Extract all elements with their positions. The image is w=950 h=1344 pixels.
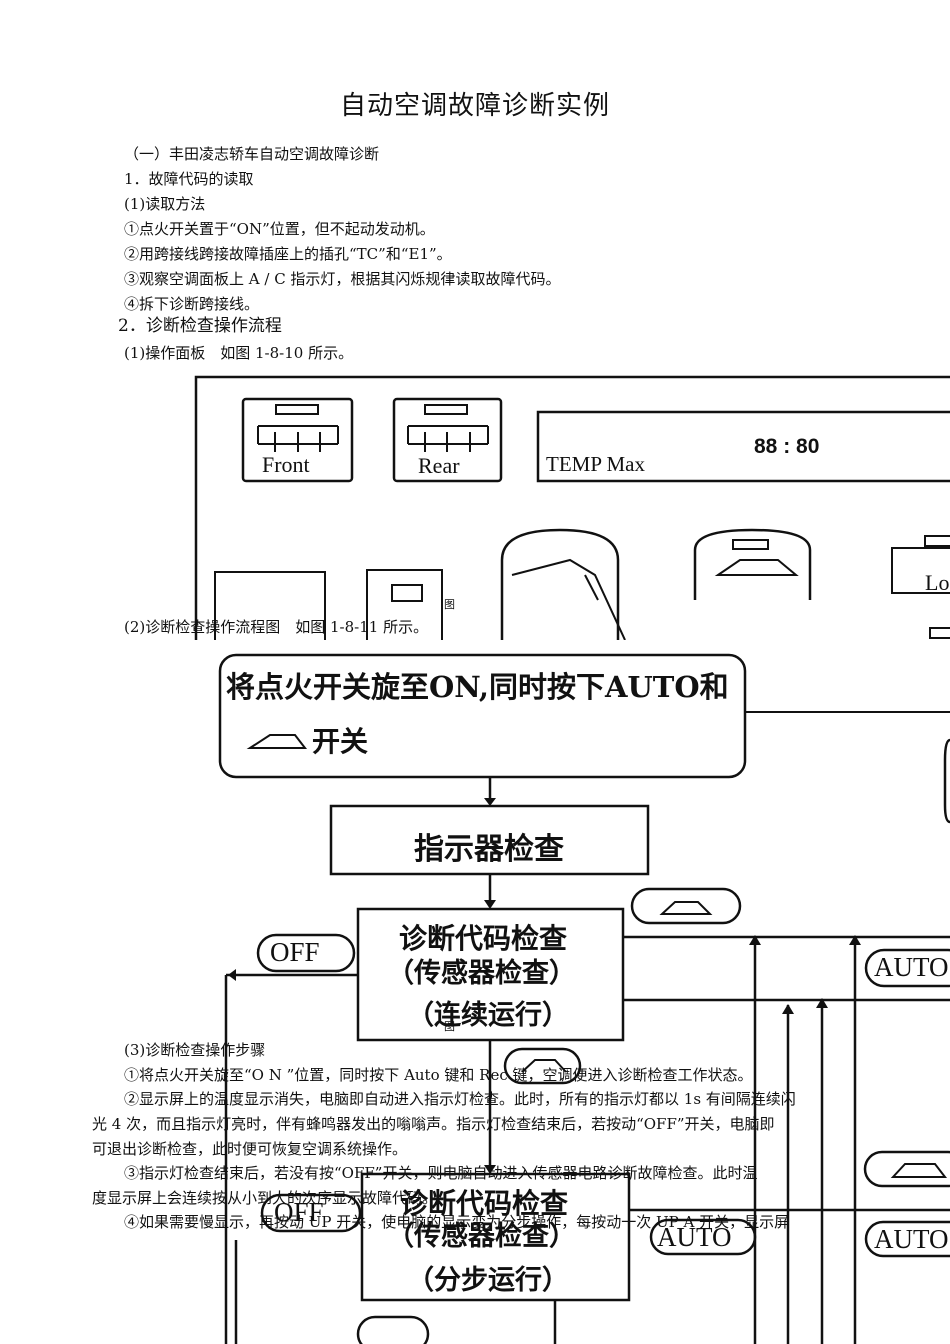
document-title: 自动空调故障诊断实例: [339, 91, 610, 121]
flow-diag-continuous-2: （传感器检查）: [387, 958, 576, 989]
read-step-4: ④拆下诊断跨接线。: [124, 295, 260, 313]
flow-diag-continuous-1: 诊断代码检查: [399, 922, 568, 955]
read-step-1: ①点火开关置于“ON”位置，但不起动发动机。: [124, 220, 435, 238]
flow-indicator-check: 指示器检查: [414, 832, 564, 867]
step-paragraph-2-line-1: ②显示屏上的温度显示消失，电脑即自动进入指示灯检查。此时，所有的指示灯都以 1s…: [124, 1090, 796, 1108]
flow-auto-button-2: AUTO: [657, 1222, 732, 1252]
step-paragraph-1: ①将点火开关旋至“O N ”位置，同时按下 Auto 键和 Rec 键，空调便进…: [124, 1066, 753, 1084]
lo-label: Lo: [925, 570, 950, 595]
figure-label-1: 图: [444, 599, 455, 611]
front-button-label: Front: [262, 452, 310, 477]
flow-diag-continuous-3: （连续运行）: [407, 1000, 569, 1031]
read-step-2: ②用跨接线跨接故障插座上的插孔“TC”和“E1”。: [124, 245, 452, 263]
read-step-3: ③观察空调面板上 A / C 指示灯，根据其闪烁规律读取故障代码。: [124, 270, 561, 288]
flow-diag-step-2: （传感器检查）: [387, 1221, 576, 1252]
display-value: 88 : 80: [754, 435, 820, 458]
flow-diag-step-3: （分步运行）: [407, 1265, 569, 1296]
flow-start-line2: 开关: [312, 725, 369, 758]
flow-caption: (2)诊断检查操作流程图 如图 1-8-11 所示。: [124, 618, 429, 636]
step-paragraph-2-line-3: 可退出诊断检查，此时便可恢复空调系统操作。: [92, 1140, 408, 1158]
operation-panel-figure: [194, 375, 950, 640]
step-paragraph-3-line-2: 度显示屏上会连续按从小到大的次序显示故障代码。: [92, 1189, 438, 1207]
display-text: TEMP Max: [546, 452, 645, 476]
panel-caption: (1)操作面板 如图 1-8-10 所示。: [124, 344, 354, 362]
step-paragraph-4-line-1: ④如果需要慢显示，再按动 UP 开关，使电脑的显示变为分步操作，每按动一次 UP…: [124, 1213, 790, 1231]
section-heading: （一）丰田凌志轿车自动空调故障诊断: [124, 145, 380, 163]
item-heading-1: 1．故障代码的读取: [124, 170, 254, 188]
step-paragraph-3-line-1: ③指示灯检查结束后，若没有按“OFF”开关，则电脑自动进入传感器电路诊断故障检查…: [124, 1164, 758, 1182]
flow-auto-button-3: AUTO: [874, 1224, 949, 1254]
flow-off-button-1: OFF: [270, 937, 320, 967]
item-heading-2: 2．诊断检查操作流程: [118, 316, 282, 336]
read-method-heading: (1)读取方法: [124, 195, 206, 213]
flow-start-line1: 将点火开关旋至ON,同时按下AUTO和: [226, 670, 729, 704]
rear-button-label: Rear: [418, 453, 460, 478]
flow-diag-step-1: 诊断代码检查: [400, 1187, 569, 1220]
steps-heading: (3)诊断检查操作步骤: [124, 1041, 266, 1059]
figure-label-2: 图: [444, 1021, 455, 1033]
step-paragraph-2-line-2: 光 4 次，而且指示灯亮时，伴有蜂鸣器发出的嗡嗡声。指示灯检查结束后，若按动“O…: [92, 1115, 775, 1133]
flow-off-button-2: OFF: [274, 1197, 324, 1227]
flow-auto-button-1: AUTO: [874, 952, 949, 982]
